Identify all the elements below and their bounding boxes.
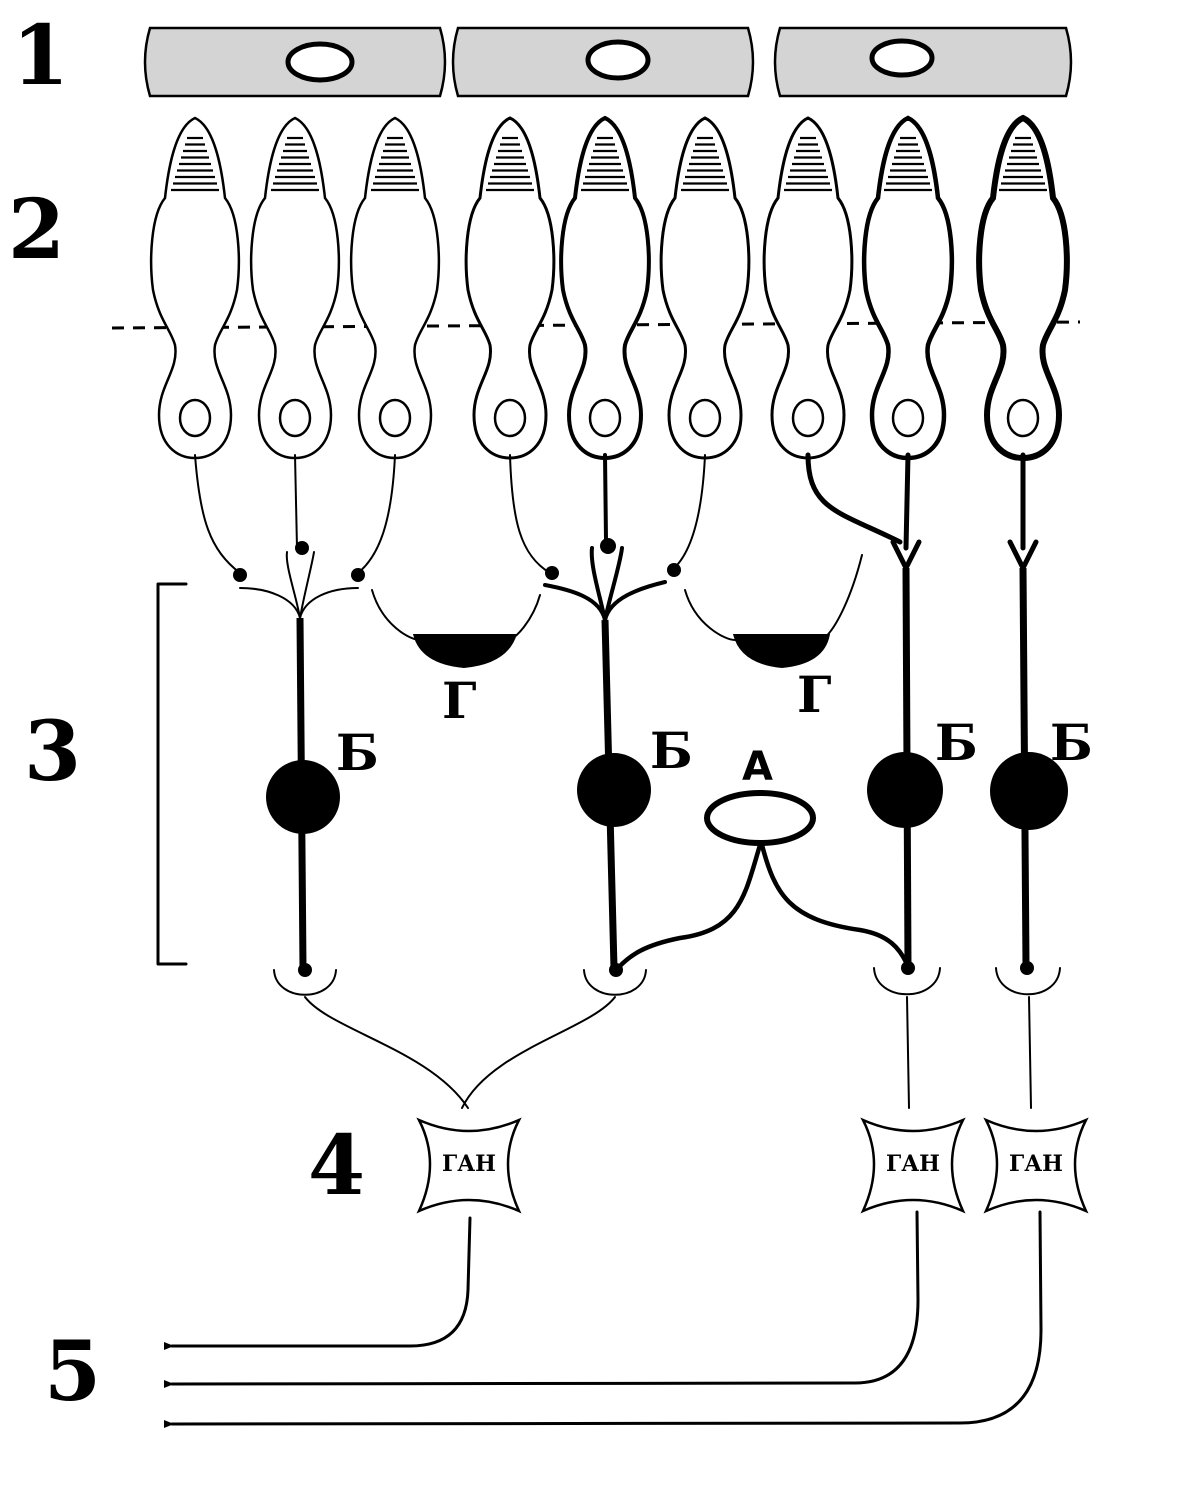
ganglion-cell: ГАН: [860, 1117, 966, 1214]
horizontal-cell-1: [371, 589, 541, 668]
layer-number-1: 1: [12, 8, 69, 104]
dendrite: [299, 551, 315, 619]
photoreceptor-cell: [976, 114, 1070, 462]
ganglion-cell: ГАН: [983, 1117, 1089, 1214]
photoreceptor-cell: [464, 116, 556, 460]
photoreceptor-axon: [294, 454, 298, 549]
amacrine-cell-label: А: [742, 744, 773, 790]
photoreceptor-axon: [509, 454, 551, 574]
layer-number-5: 5: [44, 1324, 101, 1420]
photoreceptor-axon: [194, 454, 241, 574]
bipolar-cell-label: Б: [336, 723, 379, 782]
bipolar-cell-label: Б: [935, 713, 978, 772]
photoreceptor-axon: [903, 452, 911, 551]
ganglion-cell-label: ГАН: [442, 1151, 496, 1177]
photoreceptor-axon: [805, 452, 903, 545]
inner-nuclear-layer-bracket: [156, 582, 188, 966]
layer-number-2: 2: [8, 182, 65, 278]
pigment-cell: [773, 26, 1073, 98]
photoreceptor-cell: [149, 116, 241, 460]
amacrine-cell: [615, 790, 909, 971]
dendrite: [603, 580, 667, 622]
output-axon-arrow: [164, 1216, 472, 1350]
photoreceptor-axon: [671, 454, 706, 571]
pigment-cell: [143, 26, 447, 98]
bipolar-cell-label: Б: [650, 721, 693, 780]
horizontal-cell-label: Г: [442, 671, 477, 730]
output-axon-arrow: [163, 1210, 1043, 1429]
layer-number-3: 3: [24, 704, 81, 800]
dendrite: [285, 551, 301, 619]
bipolar-cell-label: Б: [1050, 713, 1093, 772]
photoreceptor-axon: [603, 453, 608, 542]
layer-number-4: 4: [308, 1118, 365, 1214]
ganglion-dendrite-cups: [273, 967, 1061, 996]
ganglion-cell: ГАН: [416, 1117, 522, 1214]
ganglion-dendrites: [304, 996, 1032, 1109]
pigment-cell: [451, 26, 755, 98]
photoreceptor-cell: [659, 116, 751, 460]
ganglion-cell-label: ГАН: [1009, 1151, 1063, 1177]
photoreceptor-cell: [559, 115, 651, 461]
dendrite: [299, 587, 359, 619]
optic-nerve-axons: [163, 1210, 1043, 1429]
ganglion-cell-layer: ГАН ГАН ГАН: [416, 1117, 1089, 1214]
photoreceptor-layer: [149, 114, 1070, 462]
pigment-epithelium: [143, 26, 1073, 98]
photoreceptor-cell: [762, 116, 854, 460]
dendrite: [239, 587, 301, 619]
output-axon-arrow: [163, 1210, 920, 1389]
photoreceptor-cell: [861, 115, 955, 461]
bipolar-dendrites: [239, 539, 1039, 622]
ganglion-cell-label: ГАН: [886, 1151, 940, 1177]
horizontal-cell-2: [684, 554, 863, 668]
horizontal-cell-label: Г: [797, 665, 832, 724]
bipolar-cell: [577, 619, 651, 977]
dendrite: [589, 546, 607, 622]
bipolar-cell: [266, 617, 340, 977]
photoreceptor-axon: [357, 454, 396, 574]
photoreceptor-cell: [349, 116, 441, 460]
bipolar-cell: [867, 567, 943, 975]
synaptic-terminals: [233, 538, 681, 582]
bipolar-cell: [990, 567, 1068, 975]
photoreceptor-cell: [249, 116, 341, 460]
